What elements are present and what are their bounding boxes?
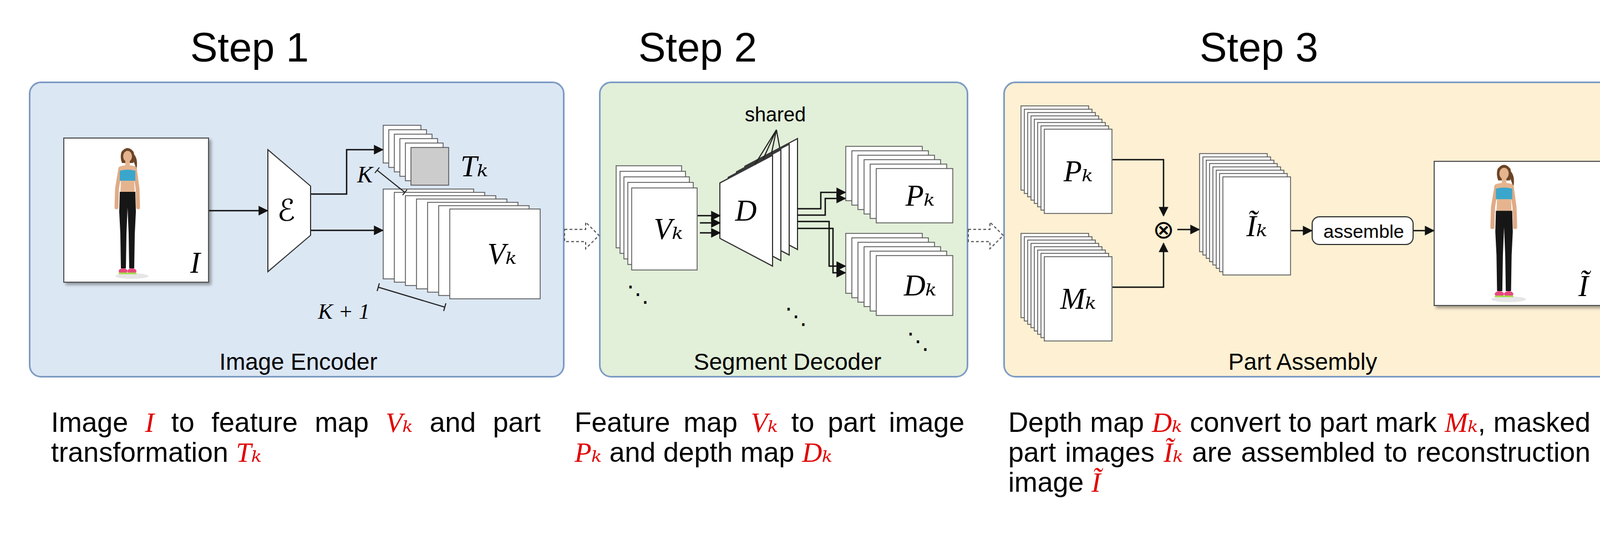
transform-stack: Tₖ bbox=[382, 124, 497, 186]
part-image-stack: Pₖ bbox=[1020, 105, 1113, 215]
leader-line bbox=[754, 129, 780, 165]
node-label: D bbox=[735, 193, 758, 228]
flow-arrow bbox=[1177, 229, 1200, 231]
node-label: Mₖ bbox=[1060, 281, 1097, 317]
encoder-trapezoid: ℰ bbox=[267, 149, 312, 273]
stack-layer bbox=[410, 147, 449, 186]
node-label: Tₖ bbox=[460, 149, 489, 184]
dimension-bracket bbox=[374, 167, 408, 196]
person-figure bbox=[115, 148, 149, 279]
math-variable: Tₖ bbox=[236, 437, 262, 469]
feature-stack: Vₖ bbox=[615, 165, 698, 271]
stack-layer bbox=[631, 188, 698, 271]
step-heading: Step 2 bbox=[638, 23, 758, 71]
dimension-bracket bbox=[377, 283, 446, 312]
node-label: I bbox=[190, 245, 201, 281]
dimension-label: K bbox=[357, 161, 373, 189]
flow-arrow bbox=[209, 210, 268, 212]
math-variable: Vₖ bbox=[750, 407, 779, 439]
encoder-panel: Step 1Image EncoderIℰTₖVₖ bbox=[28, 81, 565, 378]
input-image: I bbox=[63, 137, 210, 283]
feature-arrow bbox=[699, 232, 720, 235]
multiply-operator: ⊗ bbox=[1149, 215, 1178, 244]
output-image: Ĩ bbox=[1433, 160, 1600, 307]
flow-arrow bbox=[1112, 159, 1164, 216]
step-heading: Step 3 bbox=[1199, 23, 1319, 71]
person-figure bbox=[1491, 164, 1527, 303]
math-variable: Dₖ bbox=[801, 437, 832, 469]
node-label: ℰ bbox=[277, 193, 296, 228]
feature-stack: Vₖ bbox=[382, 188, 541, 300]
flow-arrow bbox=[797, 192, 846, 210]
stack-layer bbox=[876, 255, 953, 316]
trapezoid-shape bbox=[719, 155, 773, 267]
flow-arrow bbox=[311, 149, 383, 195]
assembly-panel: Step 3Part AssemblyPₖMₖ⊗ĨₖassembleĨ bbox=[1003, 81, 1600, 378]
trapezoid-shape bbox=[267, 149, 311, 272]
part-image-stack: Pₖ bbox=[845, 145, 954, 224]
panel-label: Segment Decoder bbox=[693, 348, 882, 376]
node-label: Ĩ bbox=[1578, 268, 1589, 304]
dimension-label: K + 1 bbox=[317, 298, 370, 325]
part-mask-stack: Mₖ bbox=[1020, 232, 1113, 342]
flow-arrow bbox=[697, 215, 720, 217]
panel-label: Part Assembly bbox=[1228, 348, 1378, 376]
math-variable: Mₖ bbox=[1444, 407, 1478, 439]
decoder-output-arrow bbox=[797, 198, 846, 216]
decoder-shape: D bbox=[719, 138, 798, 267]
math-variable: Pₖ bbox=[574, 437, 602, 469]
ellipsis-mark: ⋱ bbox=[784, 303, 807, 329]
node-label: Vₖ bbox=[487, 236, 517, 272]
stack-layer bbox=[1044, 256, 1112, 342]
layer-stack bbox=[845, 145, 954, 224]
step-caption: Depth map Dₖ convert to part mark Mₖ, ma… bbox=[1008, 407, 1591, 498]
node-label: Pₖ bbox=[905, 178, 936, 213]
node-label: Ĩₖ bbox=[1246, 209, 1268, 244]
stack-layer bbox=[449, 209, 541, 299]
flow-arrow bbox=[1291, 230, 1312, 232]
math-variable: Vₖ bbox=[385, 407, 413, 439]
math-variable: Dₖ bbox=[1151, 407, 1182, 439]
flow-arrow bbox=[1413, 230, 1434, 232]
masked-part-stack: Ĩₖ bbox=[1199, 153, 1292, 276]
node-label: Pₖ bbox=[1063, 154, 1094, 189]
node-label: Dₖ bbox=[903, 268, 937, 303]
panel-label: Image Encoder bbox=[219, 348, 378, 376]
flow-arrow bbox=[1112, 243, 1164, 288]
layer-stack bbox=[1199, 153, 1292, 276]
node-label: Vₖ bbox=[653, 211, 684, 247]
math-variable: Ĩₖ bbox=[1163, 437, 1183, 469]
stack-layer bbox=[876, 168, 953, 223]
depth-map-stack: Dₖ bbox=[845, 232, 954, 317]
step-caption: Feature map Vₖ to part image Pₖ and dept… bbox=[574, 407, 965, 468]
flow-arrow bbox=[311, 229, 383, 232]
ellipsis-mark: ⋱ bbox=[906, 328, 929, 354]
assemble-box: assemble bbox=[1311, 216, 1414, 246]
math-variable: Ĩ bbox=[1091, 466, 1101, 499]
node-label: assemble bbox=[1323, 220, 1405, 243]
step-transition-arrow bbox=[564, 222, 599, 250]
step-heading: Step 1 bbox=[190, 23, 309, 71]
decoder-output-arrow bbox=[797, 228, 846, 273]
step-transition-arrow bbox=[968, 222, 1004, 250]
ellipsis-mark: ⋱ bbox=[626, 281, 649, 307]
flow-arrow bbox=[797, 221, 846, 267]
decoder-outline bbox=[719, 138, 798, 267]
math-variable: I bbox=[145, 407, 155, 439]
stack-layer bbox=[1222, 176, 1291, 276]
layer-stack bbox=[382, 188, 541, 300]
layer-stack bbox=[845, 232, 954, 317]
step-caption: Image I to feature map Vₖ and part trans… bbox=[51, 407, 541, 468]
node-label: ⊗ bbox=[1152, 216, 1175, 243]
annotation-label: shared bbox=[744, 103, 806, 126]
feature-arrow bbox=[699, 222, 720, 225]
stack-layer bbox=[1044, 129, 1112, 214]
